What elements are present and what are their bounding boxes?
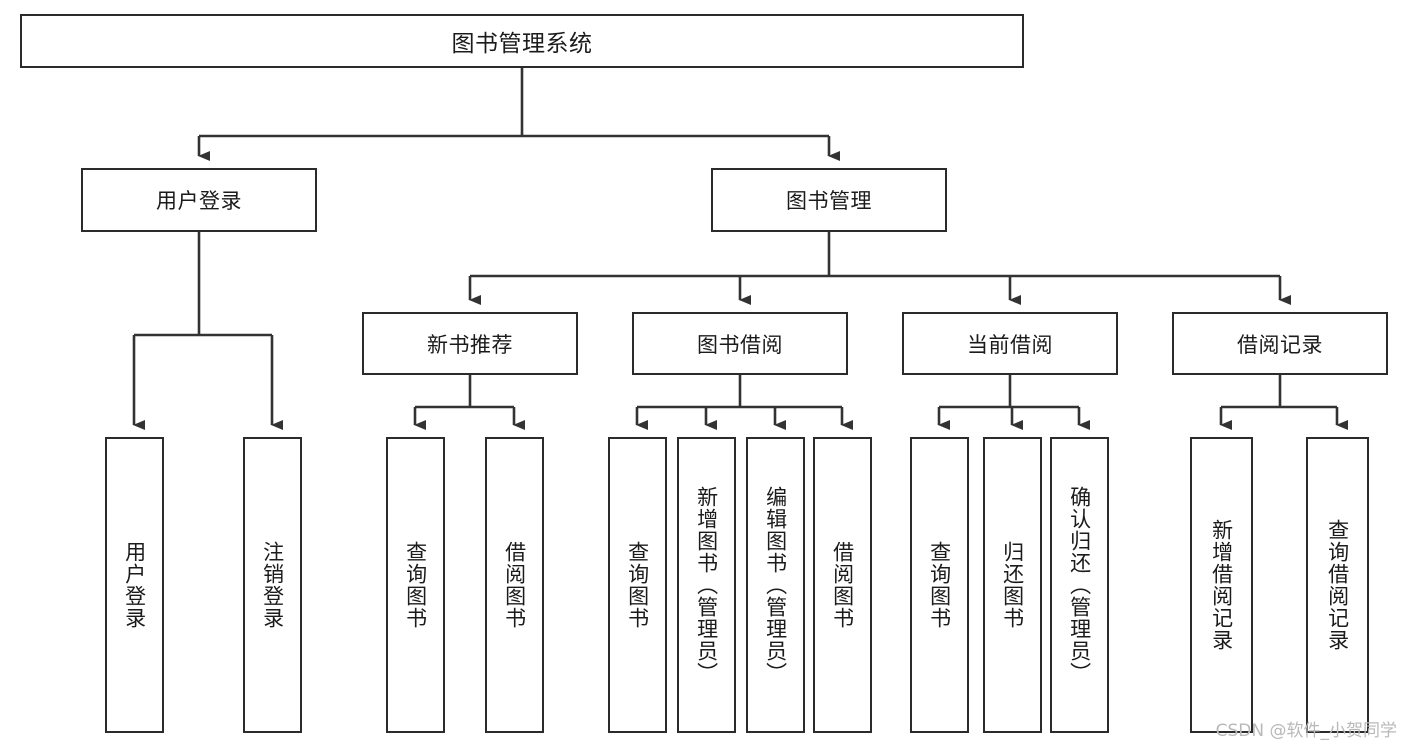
leaf-query-books-recommend[interactable]: 查询图书 [386,437,445,733]
leaf-add-borrow-record[interactable]: 新增借阅记录 [1190,437,1253,733]
leaf-label: 归还图书 [1000,541,1025,629]
node-book-borrowing[interactable]: 图书借阅 [632,312,848,375]
leaf-label: 新增图书（管理员） [694,486,719,684]
leaf-edit-book-admin[interactable]: 编辑图书（管理员） [746,437,805,733]
leaf-logout[interactable]: 注销登录 [243,437,302,733]
node-label: 用户登录 [156,189,242,213]
leaf-label: 借阅图书 [830,541,855,629]
leaf-query-borrow-record[interactable]: 查询借阅记录 [1306,437,1369,733]
node-book-management[interactable]: 图书管理 [711,168,947,232]
leaf-return-books[interactable]: 归还图书 [983,437,1042,733]
node-root-system[interactable]: 图书管理系统 [20,14,1024,68]
node-new-book-recommendation[interactable]: 新书推荐 [362,312,578,375]
leaf-confirm-return-admin[interactable]: 确认归还（管理员） [1050,437,1109,733]
node-label: 图书管理 [786,189,872,213]
leaf-label: 借阅图书 [502,541,527,629]
node-label: 图书管理系统 [451,31,593,57]
node-user-login[interactable]: 用户登录 [81,168,317,232]
leaf-borrow-books-borrowing[interactable]: 借阅图书 [813,437,872,733]
leaf-label: 查询图书 [927,541,952,629]
leaf-query-books-current[interactable]: 查询图书 [910,437,969,733]
leaf-query-books-borrowing[interactable]: 查询图书 [608,437,667,733]
leaf-borrow-books-recommend[interactable]: 借阅图书 [485,437,544,733]
leaf-label: 确认归还（管理员） [1067,486,1092,684]
node-label: 当前借阅 [967,332,1053,357]
leaf-label: 查询借阅记录 [1325,519,1350,651]
node-label: 新书推荐 [427,332,513,357]
leaf-label: 注销登录 [260,541,285,629]
leaf-label: 查询图书 [403,541,428,629]
node-label: 图书借阅 [697,332,783,357]
node-label: 借阅记录 [1237,332,1323,357]
leaf-label: 编辑图书（管理员） [763,486,788,684]
node-current-borrowing[interactable]: 当前借阅 [902,312,1118,375]
leaf-label: 用户登录 [122,541,147,629]
leaf-user-login[interactable]: 用户登录 [105,437,164,733]
leaf-label: 新增借阅记录 [1209,519,1234,651]
leaf-label: 查询图书 [625,541,650,629]
node-borrow-records[interactable]: 借阅记录 [1172,312,1388,375]
leaf-add-book-admin[interactable]: 新增图书（管理员） [677,437,736,733]
